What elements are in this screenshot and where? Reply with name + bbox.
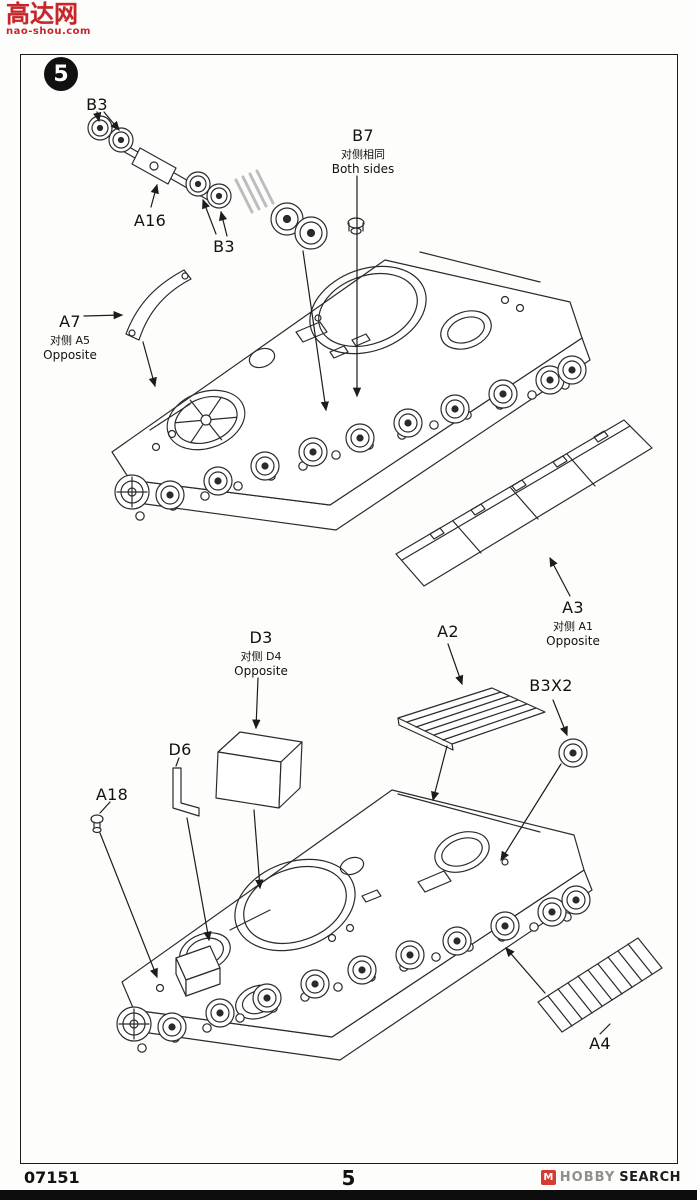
callout-d3: D3 对侧 D4 Opposite (234, 628, 288, 678)
kit-number: 07151 (24, 1168, 80, 1187)
part-label-a16: A16 (133, 211, 167, 230)
watermark-site-url: nao-shou.com (6, 26, 91, 38)
note-en-a3: Opposite (546, 634, 600, 648)
callout-b7: B7 对侧相同 Both sides (332, 126, 395, 176)
part-label-a2: A2 (437, 622, 459, 641)
note-cn-b7: 对侧相同 (340, 148, 385, 161)
note-cn-a3: 对侧 A1 (552, 620, 594, 633)
part-label-a4: A4 (589, 1034, 611, 1053)
part-label-b3-mid: B3 (213, 237, 235, 256)
page-footer: 07151 5 M HOBBY SEARCH (0, 1166, 697, 1192)
part-label-d3: D3 (249, 628, 273, 647)
watermark-site-name: 高达网 (6, 0, 78, 28)
callout-b3-top: B3 (86, 95, 108, 114)
callout-b3-mid: B3 (213, 237, 235, 256)
note-en-d3: Opposite (234, 664, 288, 678)
part-label-b3-top: B3 (86, 95, 108, 114)
callout-a2: A2 (437, 622, 459, 641)
part-label-a18: A18 (95, 785, 129, 804)
diagram-frame (20, 54, 678, 1164)
part-label-a7: A7 (59, 312, 81, 331)
bottom-black-bar (0, 1190, 697, 1200)
part-label-b7: B7 (352, 126, 374, 145)
note-en-a7: Opposite (43, 348, 97, 362)
page-number: 5 (341, 1166, 356, 1190)
callout-a4: A4 (589, 1034, 611, 1053)
part-label-b3x2: B3X2 (529, 676, 573, 695)
part-label-a3: A3 (562, 598, 584, 617)
brand-prefix: HOBBY (559, 1170, 616, 1185)
callout-a18: A18 (96, 785, 128, 804)
brand-logo: M HOBBY SEARCH (540, 1170, 681, 1185)
callout-a7: A7 对侧 A5 Opposite (43, 312, 97, 362)
callout-d6: D6 (168, 740, 191, 759)
note-cn-a7: 对侧 A5 (49, 334, 91, 347)
step-number-badge: 5 (44, 57, 78, 91)
part-label-d6: D6 (168, 740, 192, 759)
watermark: 高达网 nao-shou.com (6, 0, 91, 38)
callout-b3x2: B3X2 (529, 676, 573, 695)
brand-suffix: SEARCH (619, 1170, 681, 1185)
note-en-b7: Both sides (331, 162, 395, 176)
step-number: 5 (53, 61, 69, 87)
brand-mark-icon: M (540, 1170, 556, 1185)
note-cn-d3: 对侧 D4 (240, 650, 282, 663)
callout-a3: A3 对侧 A1 Opposite (546, 598, 600, 648)
callout-a16: A16 (134, 211, 166, 230)
